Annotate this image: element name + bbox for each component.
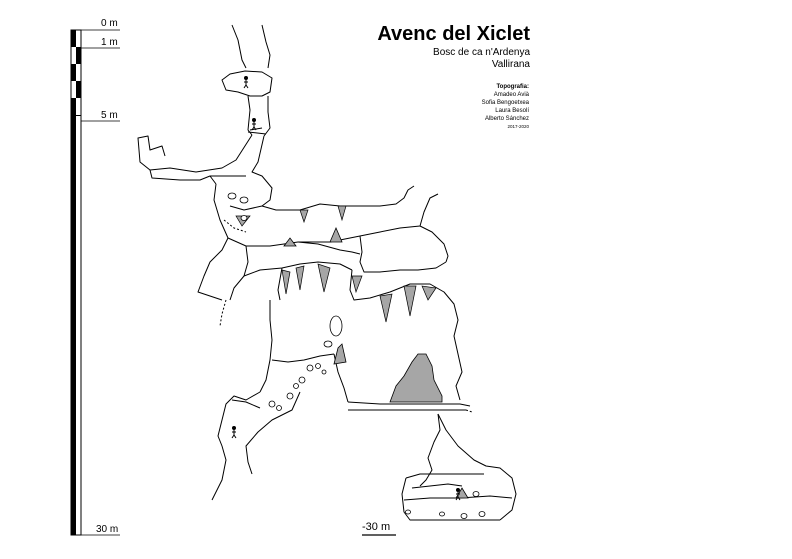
caver-figure-icon xyxy=(231,426,237,439)
stalactite-icon xyxy=(337,205,347,222)
credits-years: 2017-2020 xyxy=(507,124,529,129)
credits-name: Alberto Sánchez xyxy=(484,116,529,122)
boulder-icon xyxy=(227,192,237,200)
boulders xyxy=(227,192,486,519)
boulder-icon xyxy=(323,340,333,348)
credits-name: Laura Besolí xyxy=(495,108,529,114)
caver-figure-icon xyxy=(243,76,249,89)
scale-label-1m: 1 m xyxy=(101,37,118,48)
scale-label-30m: 30 m xyxy=(96,524,119,535)
sediment-cone xyxy=(389,353,443,403)
boulder-icon xyxy=(306,364,314,372)
credits-name: Amadeo Avià xyxy=(493,92,529,98)
rock-wedge-small-2 xyxy=(329,226,343,243)
stalactite-icon xyxy=(403,285,417,317)
boulder-icon xyxy=(298,376,306,384)
scale-bar-checker xyxy=(71,30,81,115)
location-name: Bosc de ca n'Ardenya xyxy=(433,47,530,58)
boulder-icon xyxy=(240,215,248,221)
scale-bar xyxy=(70,29,120,536)
boulder-icon xyxy=(321,369,327,375)
boulder-icon xyxy=(293,383,299,389)
scale-bar-white-half xyxy=(76,116,81,535)
stalactite-icon xyxy=(421,285,437,301)
credits-heading: Topografia: xyxy=(496,84,529,90)
boulder-icon xyxy=(478,511,486,517)
boulder-icon xyxy=(268,400,276,408)
depth-marker-label: -30 m xyxy=(362,521,391,533)
municipality-name: Vallirana xyxy=(491,59,530,70)
boulder-icon xyxy=(286,392,294,400)
scale-label-0m: 0 m xyxy=(101,18,118,29)
credits-block: Topografia: Amadeo Avià Sofia Bengoetxea… xyxy=(420,83,529,130)
boulder-icon xyxy=(460,513,468,519)
rock-wedge-small xyxy=(283,237,297,247)
stalactite-icon xyxy=(295,265,305,291)
scale-label-5m: 5 m xyxy=(101,110,118,121)
stalactite-icon xyxy=(299,209,309,224)
rock-wedge xyxy=(333,343,347,365)
boulder-icon xyxy=(315,363,321,369)
boulder-icon xyxy=(239,196,249,204)
boulder-icon xyxy=(276,405,282,411)
stalactite-icon xyxy=(281,269,291,295)
boulder-icon xyxy=(329,315,343,337)
rock-wedge-lower xyxy=(455,487,469,499)
boulder-icon xyxy=(439,511,445,517)
credits-name: Sofia Bengoetxea xyxy=(481,100,529,106)
boulder-icon xyxy=(472,491,480,497)
stalactite-icon xyxy=(379,293,393,323)
survey-title: Avenc del Xiclet xyxy=(377,23,530,45)
caver-figures xyxy=(231,76,461,501)
caver-figure-icon xyxy=(455,488,461,501)
stalactite-icon xyxy=(317,263,331,293)
caver-figure-icon xyxy=(251,118,257,131)
rock-fills xyxy=(283,226,469,499)
stalactite-icon xyxy=(351,275,363,294)
boulder-icon xyxy=(405,509,411,515)
